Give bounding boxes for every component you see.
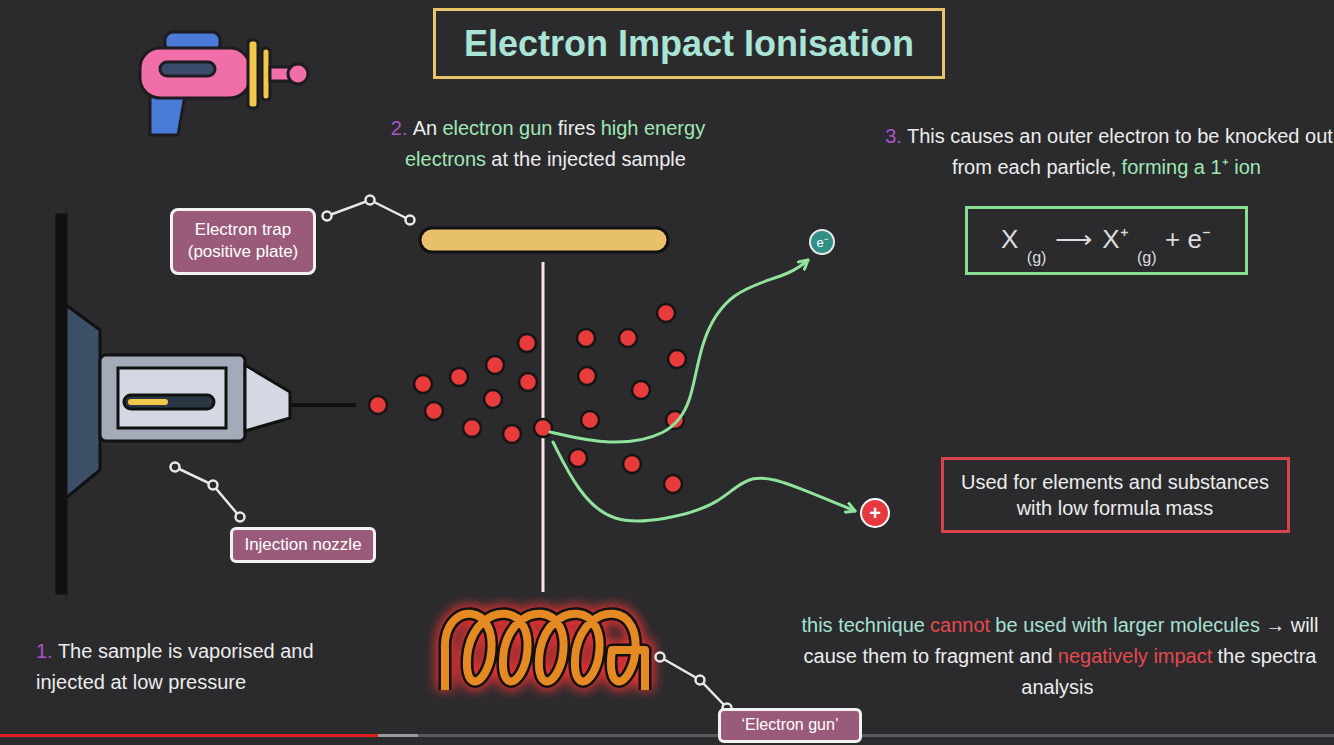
sample-particle [518,334,536,352]
leader-line [660,657,727,708]
annotation: The sample is vaporised and injected at … [36,640,314,693]
gun-body [140,48,250,98]
title: Electron Impact Ionisation [464,23,914,65]
syringe-body [100,355,245,441]
annotation: negatively impact [1058,645,1213,667]
sample-particle [503,425,521,443]
syringe-fluid [128,399,168,405]
equation-term: (g) [1027,247,1047,268]
coil-outline [445,614,645,690]
leader-dot [236,513,245,522]
sample-particle [414,375,432,393]
sample-particle [486,356,504,374]
sample-particle [519,373,537,391]
leader-dot [366,196,375,205]
sample-particle [578,367,596,385]
sample-particle [577,329,595,347]
sample-particle [369,396,387,414]
sample-particle [657,304,675,322]
leader-dot [171,463,180,472]
syringe-plate [66,305,100,498]
coil-wire [445,614,645,690]
node-text: ‘Electron gun’ [742,715,839,736]
leader-lines [171,196,732,713]
label-box: ‘Electron gun’ [718,708,862,743]
trajectories [550,260,855,521]
sample-particle [450,368,468,386]
gun-window [160,62,215,76]
annotation: cannot [930,614,990,636]
callout-number: 2. [391,117,408,139]
sample-particles [369,304,686,493]
annotation: This causes an outer electron to be knoc… [907,125,1333,178]
equation-box: X (g) ⟶ X⁺ (g) + e⁻ [965,206,1248,275]
trajectory-arrow [553,442,855,521]
annotation: fires [558,117,596,139]
leader-line [175,467,240,517]
sample-particle [664,475,682,493]
sample-particle [484,390,502,408]
node-text: Injection nozzle [244,534,361,556]
gun-tip [288,64,308,84]
node-text: e⁻ [816,236,827,249]
node-text: Used for elements and substances with lo… [952,469,1279,521]
annotation: be used with larger molecules [995,614,1260,636]
leader-dot [656,653,665,662]
annotation: forming a 1⁺ ion [1122,156,1261,178]
sample-particle [668,350,686,368]
sample-particle [581,411,599,429]
node-text: Electron trap (positive plate) [181,219,305,263]
gun-handle [150,95,185,135]
step-text: 2.Anelectron gunfireshigh energy electro… [358,113,738,175]
label-box: Electron trap (positive plate) [170,208,316,275]
gun-ring [248,40,258,108]
sample-particle [569,449,587,467]
sample-particle [623,455,641,473]
callout-number: 1. [36,640,53,662]
cation-circle: + [860,498,890,528]
progress-buffer [0,734,418,737]
sample-particle [619,329,637,347]
annotation: electron gun [442,117,552,139]
step-text: 3.This causes an outer electron to be kn… [884,121,1334,183]
annotation: this technique [802,614,925,636]
step-text: 1.The sample is vaporised and injected a… [36,636,356,698]
leader-dot [696,676,705,685]
sample-particle [463,419,481,437]
step-text: this techniquecannotbe used with larger … [795,610,1325,703]
electron-gun-coil [445,614,645,690]
leader-dot [323,212,332,221]
syringe-window [118,368,226,428]
equation-term: X [1001,223,1018,257]
title-box: Electron Impact Ionisation [433,8,945,79]
note-box: Used for elements and substances with lo… [941,457,1290,533]
sample-particle [534,419,552,437]
progress-track [0,734,1334,737]
callout-number: 3. [885,125,902,147]
node-text: + [869,503,881,523]
syringe-plunger [124,395,214,409]
equation-term: + e⁻ [1165,223,1211,257]
coil-glow [445,614,645,690]
label-box: Injection nozzle [230,527,376,563]
progress-played [0,734,378,737]
leader-dot [209,481,218,490]
leader-dot [406,216,415,225]
syringe-cone [245,365,290,431]
annotation: at the injected sample [491,148,686,170]
sample-particle [632,381,650,399]
electron-trap-plate [420,228,668,252]
equation-term: ⟶ [1055,223,1092,257]
syringe-needle [290,403,356,407]
annotation: An [413,117,437,139]
electron-circle: e⁻ [809,229,835,255]
equation-term: X⁺ [1102,223,1128,257]
trajectory-arrow [550,260,808,442]
sample-particle [425,402,443,420]
equation-term: (g) [1137,247,1157,268]
ray-gun-icon [140,32,308,135]
